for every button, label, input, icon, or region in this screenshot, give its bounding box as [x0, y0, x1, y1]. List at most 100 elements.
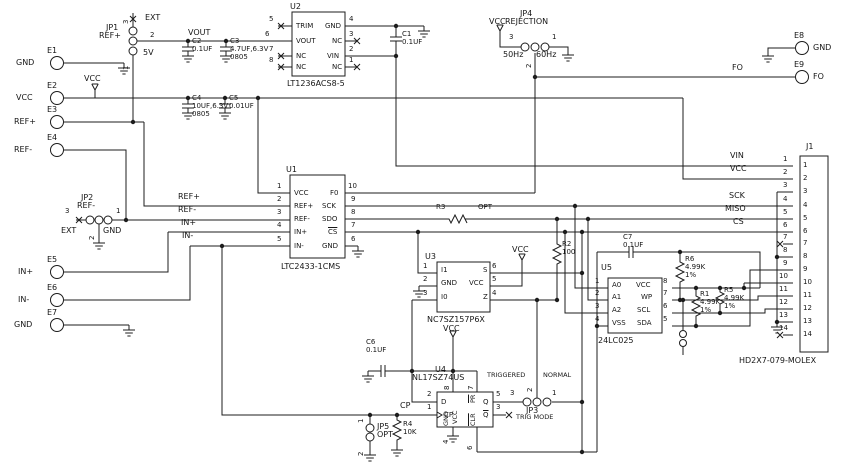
jp1-pin1-num: 1	[122, 65, 130, 70]
vcc-flag-e2	[91, 83, 99, 99]
c5-symbol	[219, 98, 231, 113]
u3-pin-vcc: VCC	[469, 279, 484, 287]
j1-innum-1: 1	[803, 161, 808, 169]
c1-ref: C1	[402, 30, 412, 38]
c4-symbol	[182, 98, 194, 113]
terminal-e6	[50, 293, 64, 307]
j1-innum-12: 12	[803, 304, 812, 312]
j1-part: HD2X7-079-MOLEX	[739, 356, 817, 365]
e6-net-label: IN-	[18, 295, 30, 304]
u1-num5: 5	[277, 235, 282, 243]
j1-outnum-14: 14	[779, 324, 788, 332]
vcc-flag-u3	[518, 253, 526, 269]
jp2-pad2	[94, 215, 104, 225]
u2-num6: 6	[265, 30, 270, 38]
terminal-e3	[50, 115, 64, 129]
jp5-name: OPT	[377, 430, 394, 439]
jp1-pad2	[128, 36, 138, 46]
u4-num8: 8	[443, 385, 451, 390]
terminal-e4	[50, 143, 64, 157]
j1-outnum-11: 11	[779, 285, 788, 293]
c7-symbol	[628, 246, 634, 258]
u1-num4: 4	[277, 221, 282, 229]
u5-pin-sda: SDA	[637, 319, 652, 327]
jp1-ref: JP1	[106, 23, 119, 32]
jp1-ext-label: EXT	[145, 13, 161, 22]
net-inp: IN+	[181, 218, 197, 227]
u1-ref: U1	[286, 165, 297, 174]
u4-part: NL17SZ74US	[412, 373, 465, 382]
jp2-gnd-label: GND	[103, 226, 122, 235]
u1-pin-f0: F0	[330, 189, 339, 197]
jp4-pad2	[530, 42, 540, 52]
u2-pin-nc1: NC	[332, 63, 343, 71]
u4-num5: 5	[496, 390, 501, 398]
j1-outnum-1: 1	[783, 155, 788, 163]
u3-num2: 2	[423, 275, 428, 283]
e8-ref: E8	[794, 31, 805, 40]
c3-pkg: 0805	[230, 53, 248, 61]
j1-outnum-3: 3	[783, 181, 788, 189]
u2-pin-trim: TRIM	[296, 22, 314, 30]
u4-pin-gnd: GND	[442, 411, 450, 426]
u4-num3: 3	[496, 403, 501, 411]
r5-tol: 1%	[724, 302, 736, 310]
jp3-pin1-num: 1	[552, 389, 557, 397]
u3-pin-i0: I0	[441, 293, 448, 301]
jp4-ref: JP4	[520, 9, 533, 18]
e3-ref: E3	[47, 105, 58, 114]
u2-ref: U2	[290, 2, 301, 11]
c1-symbol	[390, 26, 402, 56]
u1-pin-vcc: VCC	[294, 189, 309, 197]
e7-ref: E7	[47, 308, 58, 317]
net-vin: VIN	[730, 151, 744, 160]
c5-value: 0.01UF	[229, 102, 254, 110]
u1-num10: 10	[348, 182, 357, 190]
j1-outnum-9: 9	[783, 259, 788, 267]
j1-innum-5: 5	[803, 214, 808, 222]
jp1-pad3	[128, 26, 138, 36]
jp2-ref: JP2	[81, 193, 94, 202]
u2-pin-gnd: GND	[325, 22, 342, 30]
j1-innum-7: 7	[803, 239, 808, 247]
jp1-5v-label: 5V	[143, 48, 154, 57]
net-vout: VOUT	[188, 28, 211, 37]
e3-net-label: REF+	[14, 117, 36, 126]
u4-pin-pr: PR	[469, 394, 477, 403]
net-sck: SCK	[729, 191, 745, 200]
u1-num1: 1	[277, 182, 282, 190]
u4-num6: 6	[466, 445, 474, 450]
u2-num8: 8	[269, 56, 274, 64]
terminal-e9	[795, 70, 809, 84]
jp3-pad2	[532, 397, 542, 407]
jp2-pin3-num: 3	[65, 207, 70, 215]
net-refp: REF+	[178, 192, 200, 201]
u5-pin-scl: SCL	[637, 306, 651, 314]
jp2-name: REF-	[77, 201, 96, 210]
jp3-pad3	[522, 397, 532, 407]
e7-net-label: GND	[14, 320, 33, 329]
u3-ref: U3	[425, 252, 436, 261]
u1-pin-refp: REF+	[294, 202, 314, 210]
e5-ref: E5	[47, 255, 58, 264]
j1-innum-3: 3	[803, 187, 808, 195]
jp4-pad3	[520, 42, 530, 52]
net-vcc-j1: VCC	[730, 164, 747, 173]
r6-tol: 1%	[685, 271, 697, 279]
net-fo: FO	[732, 63, 743, 72]
c6-symbol	[380, 365, 386, 377]
jp1-pin2-num: 2	[150, 31, 155, 39]
jp3-triggered-label: TRIGGERED	[487, 371, 526, 379]
u5-part: 24LC025	[598, 336, 634, 345]
r1-ref: R1	[700, 290, 710, 298]
u3-num6: 6	[492, 262, 497, 270]
u5-pin-wp: WP	[641, 293, 653, 301]
jp2-pad3	[85, 215, 95, 225]
u3-num5: 5	[492, 275, 497, 283]
net-inm: IN-	[182, 231, 194, 240]
jp3-pad1	[542, 397, 552, 407]
r1-symbol	[690, 288, 702, 326]
e1-ref: E1	[47, 46, 58, 55]
jp1-name: REF+	[99, 31, 121, 40]
